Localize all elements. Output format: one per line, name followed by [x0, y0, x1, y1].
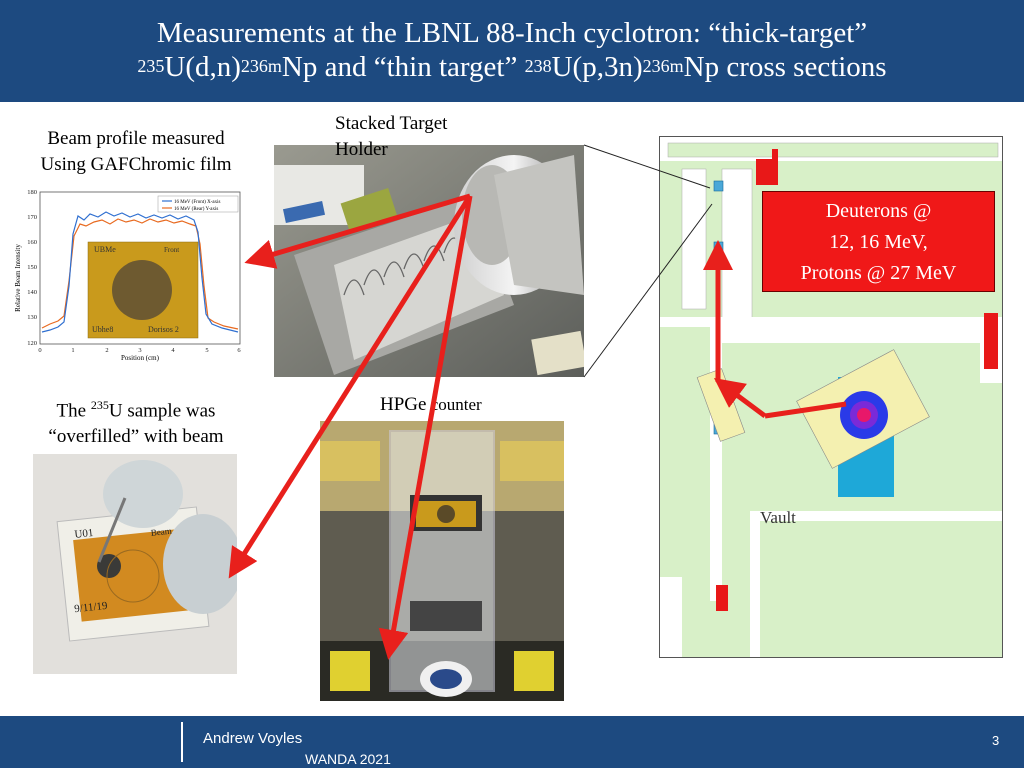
beam-profile-caption: Beam profile measured Using GAFChromic f… — [40, 128, 232, 175]
svg-text:170: 170 — [27, 214, 37, 221]
zoom-line-bottom — [583, 203, 713, 378]
svg-text:140: 140 — [27, 289, 37, 296]
svg-text:160: 160 — [27, 239, 37, 246]
series-front — [41, 211, 239, 333]
svg-text:Ubhe8: Ubhe8 — [92, 325, 113, 334]
beam-path-segment2 — [713, 378, 767, 419]
svg-text:Dorisos 2: Dorisos 2 — [148, 325, 179, 334]
svg-text:1: 1 — [71, 347, 74, 354]
arrow-to-beam-profile — [244, 193, 471, 269]
svg-text:130: 130 — [27, 314, 37, 321]
slide-title-line2: 235U(d,n)236mNp and “thin target” 238U(p… — [137, 51, 887, 83]
svg-text:4: 4 — [171, 347, 175, 354]
svg-text:6: 6 — [237, 347, 241, 354]
svg-text:2: 2 — [105, 347, 108, 354]
svg-text:Front: Front — [164, 246, 179, 254]
slide-header: Measurements at the LBNL 88-Inch cyclotr… — [0, 0, 1024, 102]
chart-xlabel: Position (cm) — [121, 354, 160, 362]
svg-text:150: 150 — [27, 264, 37, 271]
svg-text:180: 180 — [27, 189, 37, 196]
zoom-line-top — [583, 144, 711, 189]
svg-text:9/11/19: 9/11/19 — [74, 600, 109, 615]
svg-text:U01: U01 — [74, 527, 94, 541]
arrow-to-sample — [228, 194, 473, 579]
svg-text:5: 5 — [205, 347, 208, 354]
footer-divider — [181, 722, 183, 762]
footer-event: WANDA 2021 — [305, 751, 391, 767]
chart-legend-rear: 16 MeV (Rear) Y-axis — [174, 207, 218, 212]
beam-spot — [112, 260, 172, 320]
arrow-to-hpge — [378, 195, 473, 660]
page-number: 3 — [992, 733, 1000, 748]
beam-profile-chart: Relative Beam Intensity 180 170 160 150 … — [14, 186, 246, 362]
stacked-holder-caption: Stacked Target Holder — [335, 113, 448, 160]
footer-author: Andrew Voyles — [203, 730, 303, 747]
svg-text:3: 3 — [138, 347, 141, 354]
sample-caption: The 235U sample was “overfilled” with be… — [48, 398, 224, 448]
sample-photo: U01 Beam 9/11/19 — [33, 454, 237, 674]
beam-energy-callout: Deuterons @ 12, 16 MeV, Protons @ 27 MeV — [762, 191, 995, 292]
beam-path-segment1 — [764, 401, 847, 419]
chart-legend-front: 16 MeV (Front) X-axis — [174, 200, 220, 205]
svg-text:120: 120 — [27, 340, 37, 347]
svg-text:Beam: Beam — [150, 526, 172, 538]
vault-label: Vault — [760, 508, 796, 527]
slide-footer: Andrew Voyles WANDA 2021 3 — [0, 716, 1024, 768]
chart-ylabel: Relative Beam Intensity — [14, 244, 22, 312]
svg-text:0: 0 — [38, 347, 41, 354]
svg-text:UBMe: UBMe — [94, 245, 116, 254]
hpge-caption: HPGe counter — [380, 394, 482, 415]
slide-title-line1: Measurements at the LBNL 88-Inch cyclotr… — [156, 17, 868, 49]
